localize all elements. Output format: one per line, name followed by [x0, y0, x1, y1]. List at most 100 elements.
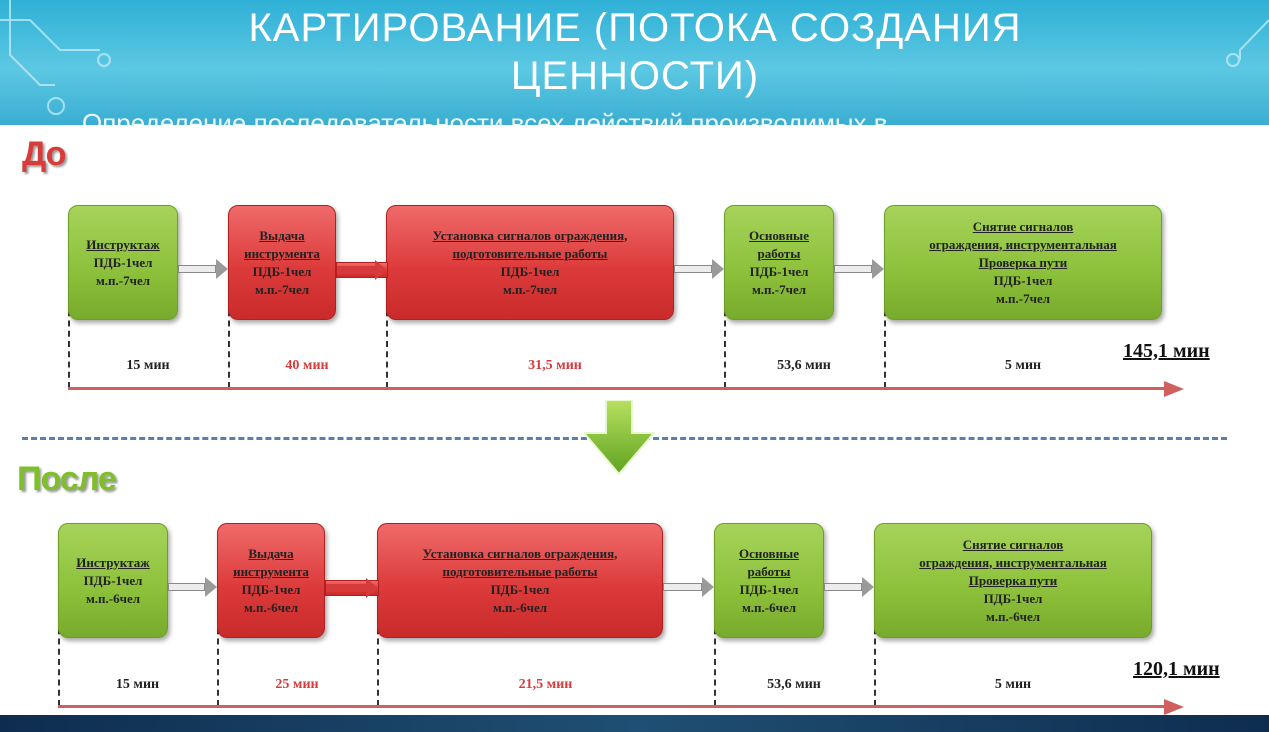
before-flow-arrow-head [872, 259, 884, 279]
before-step-4-text: ПДБ-1чел [749, 263, 809, 279]
before-flow-arrow-shaft [674, 265, 712, 273]
before-step-1-text: ПДБ-1чел [93, 254, 153, 270]
after-step-4-text: работы [747, 563, 791, 579]
before-flow-arrow-icon [178, 259, 228, 279]
after-step-1-text: Инструктаж [76, 554, 150, 570]
after-step-3-text: ПДБ-1чел [490, 581, 550, 597]
after-flow-arrow-icon [325, 578, 379, 598]
down-arrow-icon [584, 400, 656, 475]
before-step-divider [884, 300, 886, 388]
before-flow-arrow-head [216, 259, 228, 279]
after-step-3-text: подготовительные работы [442, 563, 598, 579]
before-timeline-axis [68, 387, 1168, 390]
before-step-3-time: 31,5 мин [528, 358, 582, 373]
after-step-2-text: Выдача [248, 545, 294, 561]
after-step-1-text: ПДБ-1чел [83, 572, 143, 588]
before-flow-arrow-shaft [178, 265, 216, 273]
after-step-5-text: ограждения, инструментальная [919, 554, 1107, 570]
after-step-4-text: м.п.-6чел [741, 599, 797, 615]
after-label: После [17, 460, 117, 498]
before-step-5-text: Проверка пути [978, 254, 1068, 270]
after-step-divider [714, 618, 716, 706]
before-flow-arrow-icon [674, 259, 724, 279]
after-flow-arrow-shaft [168, 583, 205, 591]
after-step-4-text: Основные [739, 545, 799, 561]
after-flow-arrow-head [862, 577, 874, 597]
before-step-5-text: ограждения, инструментальная [929, 236, 1117, 252]
after-step-5-time: 5 мин [994, 677, 1032, 692]
before-total-time: 145,1 мин [1123, 340, 1210, 362]
after-flow-arrow-head [205, 577, 217, 597]
after-step-3-time: 21,5 мин [518, 677, 573, 692]
before-step-2-text: ПДБ-1чел [252, 263, 312, 279]
before-step-3-text: Установка сигналов ограждения, [432, 227, 628, 243]
after-step-divider [217, 618, 219, 706]
footer-bar [0, 715, 1269, 732]
before-flow-arrow-shaft [834, 265, 872, 273]
before-flow-arrow-icon [336, 260, 388, 280]
before-step-4-text: Основные [749, 227, 809, 243]
after-step-2-text: м.п.-6чел [243, 599, 299, 615]
after-step-3-box: Установка сигналов ограждения, подготовит… [377, 523, 663, 638]
before-step-2-text: инструмента [244, 245, 320, 261]
after-flow-arrow-icon [824, 577, 874, 597]
before-flow-arrow-shaft [337, 266, 375, 274]
after-flow-arrow-shaft [663, 583, 702, 591]
circuit-decoration [0, 0, 1269, 115]
before-step-5-text: м.п.-7чел [995, 290, 1051, 306]
before-step-3-text: ПДБ-1чел [500, 263, 560, 279]
after-step-5-text: Проверка пути [968, 572, 1058, 588]
before-step-3-box: Установка сигналов ограждения, подготовит… [386, 205, 674, 320]
after-flow-arrow-icon [168, 577, 217, 597]
after-flow-arrow-icon [663, 577, 714, 597]
before-step-1-text: Инструктаж [86, 236, 160, 252]
before-step-1-time: 15 мин [126, 358, 170, 373]
title-banner: КАРТИРОВАНИЕ (ПОТОКА СОЗДАНИЯ ЦЕННОСТИ) … [0, 0, 1269, 125]
before-step-5-time: 5 мин [1004, 358, 1042, 373]
after-flow-arrow-shaft [326, 584, 366, 592]
page-title-line2: ЦЕННОСТИ) [510, 54, 760, 98]
after-total-time: 120,1 мин [1133, 658, 1220, 680]
before-step-5-box: Снятие сигналов ограждения, инструменталь… [884, 205, 1162, 320]
before-step-4-text: работы [757, 245, 801, 261]
before-step-divider [68, 300, 70, 388]
before-step-2-time: 40 мин [285, 358, 329, 373]
after-step-1-time: 15 мин [115, 677, 160, 692]
before-step-1-text: м.п.-7чел [95, 272, 151, 288]
before-step-5-text: Снятие сигналов [972, 218, 1074, 234]
before-step-divider [386, 300, 388, 388]
after-step-2-text: ПДБ-1чел [241, 581, 301, 597]
page-subtitle: Определение последовательности всех дейс… [82, 108, 888, 125]
before-step-divider [228, 300, 230, 388]
before-step-3-text: м.п.-7чел [502, 281, 558, 297]
after-step-divider [377, 618, 379, 706]
after-step-3-text: Установка сигналов ограждения, [422, 545, 618, 561]
before-step-4-text: м.п.-7чел [751, 281, 807, 297]
page-title-line1: КАРТИРОВАНИЕ (ПОТОКА СОЗДАНИЯ [248, 6, 1022, 50]
after-flow-arrow-head [702, 577, 714, 597]
after-step-divider [58, 618, 60, 706]
after-step-4-text: ПДБ-1чел [739, 581, 799, 597]
before-label: До [22, 135, 66, 173]
after-timeline-arrowhead-icon [1164, 698, 1184, 715]
before-step-2-text: Выдача [259, 227, 305, 243]
before-step-5-text: ПДБ-1чел [993, 272, 1053, 288]
after-flow-arrow-head [366, 578, 378, 598]
before-step-3-text: подготовительные работы [452, 245, 608, 261]
after-step-2-time: 25 мин [275, 677, 319, 692]
after-step-divider [874, 618, 876, 706]
before-step-2-text: м.п.-7чел [254, 281, 310, 297]
after-step-1-text: м.п.-6чел [85, 590, 141, 606]
after-step-2-text: инструмента [233, 563, 309, 579]
after-step-5-text: м.п.-6чел [985, 608, 1041, 624]
after-flow-arrow-shaft [824, 583, 862, 591]
before-flow-arrow-head [375, 260, 387, 280]
after-step-3-text: м.п.-6чел [492, 599, 548, 615]
